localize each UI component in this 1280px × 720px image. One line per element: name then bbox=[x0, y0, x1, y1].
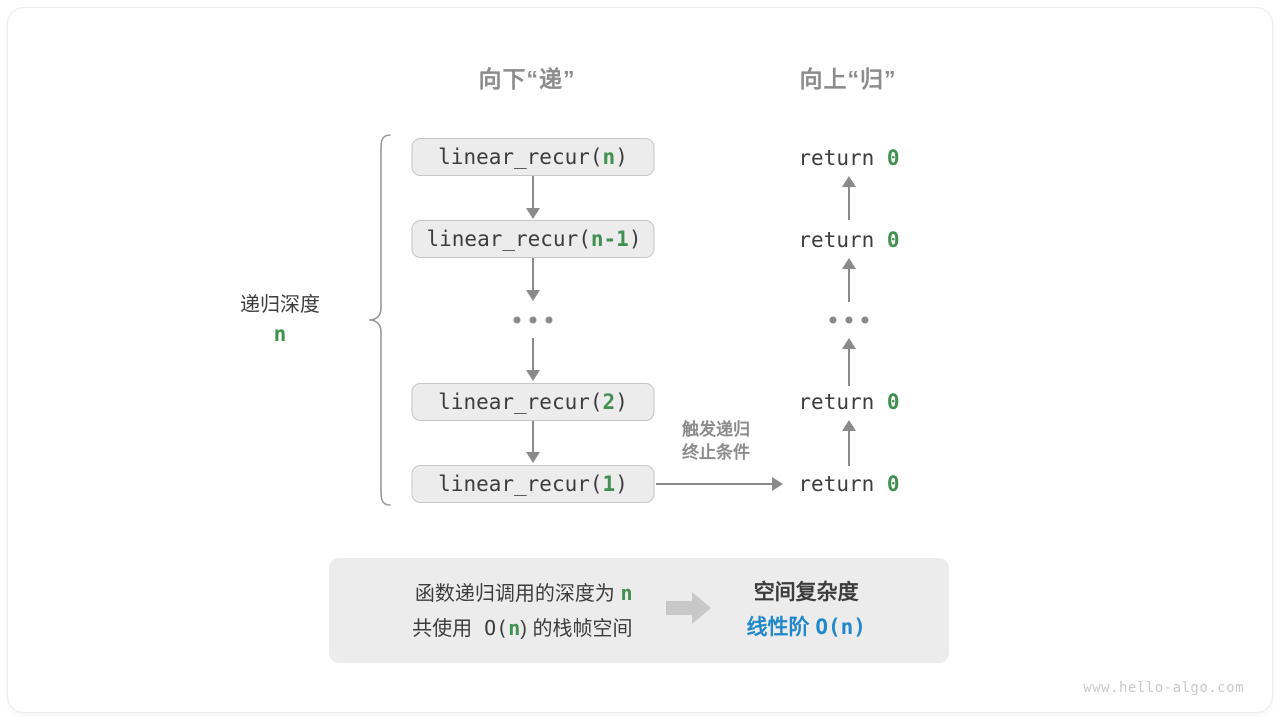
arrow-right-icon bbox=[772, 477, 783, 491]
summary-line-space: 共使用 O(n) 的栈帧空间 bbox=[412, 611, 632, 646]
complexity-notation: O(n) bbox=[815, 615, 866, 639]
return-keyword: return bbox=[798, 390, 887, 414]
return-connector-4 bbox=[848, 430, 850, 466]
dot-icon bbox=[513, 316, 521, 324]
call-frame-1: linear_recur(1) bbox=[411, 465, 655, 503]
connector-line-1 bbox=[532, 176, 534, 212]
dot-icon bbox=[545, 316, 553, 324]
termination-note: 触发递归 终止条件 bbox=[682, 418, 750, 464]
call-frame-2: linear_recur(2) bbox=[411, 383, 655, 421]
return-value-top: return 0 bbox=[798, 146, 899, 170]
right-block-arrow-icon bbox=[666, 591, 712, 630]
recursion-depth-text: 递归深度 bbox=[240, 294, 320, 316]
return-connector-3 bbox=[848, 348, 850, 386]
return-keyword: return bbox=[798, 472, 887, 496]
return-number: 0 bbox=[886, 390, 900, 414]
arrow-up-icon-3 bbox=[842, 338, 856, 349]
return-keyword: return bbox=[798, 146, 887, 170]
return-number: 0 bbox=[886, 146, 900, 170]
call-frame-suffix: ) bbox=[628, 227, 642, 251]
recursion-depth-value: n bbox=[273, 322, 287, 346]
summary-right-text: 空间复杂度 线性阶 O(n) bbox=[746, 576, 865, 645]
summary-depth-value: n bbox=[620, 580, 633, 605]
summary-complexity-value: 线性阶 O(n) bbox=[746, 610, 865, 645]
dot-icon bbox=[861, 316, 869, 324]
termination-note-line2: 终止条件 bbox=[682, 443, 750, 462]
arrow-down-icon-1 bbox=[526, 208, 540, 219]
dot-icon bbox=[845, 316, 853, 324]
call-frame-suffix: ) bbox=[615, 390, 628, 414]
call-frame-arg: 2 bbox=[602, 390, 616, 414]
arrow-down-icon-2 bbox=[526, 290, 540, 301]
return-keyword: return bbox=[798, 228, 887, 252]
recursion-depth-label: 递归深度 n bbox=[240, 290, 320, 348]
connector-line-2 bbox=[532, 258, 534, 294]
summary-space-value: n bbox=[508, 615, 521, 640]
call-frame-arg: n-1 bbox=[590, 227, 629, 251]
return-number: 0 bbox=[886, 228, 900, 252]
call-frame-prefix: linear_recur( bbox=[438, 145, 603, 169]
summary-depth-text: 函数递归调用的深度为 bbox=[414, 582, 621, 605]
return-connector-1 bbox=[848, 186, 850, 220]
return-number: 0 bbox=[886, 472, 900, 496]
complexity-order-name: 线性阶 bbox=[746, 616, 816, 639]
dot-icon bbox=[529, 316, 537, 324]
call-frame-suffix: ) bbox=[615, 472, 628, 496]
heading-ascend: 向上“归” bbox=[799, 66, 897, 92]
heading-descend: 向下“递” bbox=[478, 66, 576, 92]
base-case-connector bbox=[656, 483, 774, 485]
summary-panel: 函数递归调用的深度为 n 共使用 O(n) 的栈帧空间 空间复杂度 线性阶 O(… bbox=[329, 558, 949, 663]
arrow-up-icon-4 bbox=[842, 420, 856, 431]
termination-note-line1: 触发递归 bbox=[682, 420, 750, 439]
call-frame-prefix: linear_recur( bbox=[426, 227, 591, 251]
dot-icon bbox=[829, 316, 837, 324]
call-frame-prefix: linear_recur( bbox=[438, 472, 603, 496]
arrow-down-icon-4 bbox=[526, 452, 540, 463]
watermark: www.hello-algo.com bbox=[1083, 680, 1244, 696]
call-frame-prefix: linear_recur( bbox=[438, 390, 603, 414]
arrow-down-icon-3 bbox=[526, 370, 540, 381]
recursion-depth-brace bbox=[368, 134, 391, 506]
return-value-base: return 0 bbox=[798, 472, 899, 496]
call-frame-arg: 1 bbox=[602, 472, 616, 496]
connector-line-3 bbox=[532, 338, 534, 374]
call-frame-n-1: linear_recur(n-1) bbox=[411, 220, 655, 258]
return-value-2: return 0 bbox=[798, 228, 899, 252]
connector-line-4 bbox=[532, 421, 534, 455]
call-stack-ellipsis bbox=[513, 316, 553, 324]
summary-space-suffix: ) 的栈帧空间 bbox=[520, 617, 633, 640]
return-value-3: return 0 bbox=[798, 390, 899, 414]
call-frame-n: linear_recur(n) bbox=[411, 138, 655, 176]
arrow-up-icon-2 bbox=[842, 258, 856, 269]
return-connector-2 bbox=[848, 268, 850, 302]
call-frame-arg: n bbox=[602, 145, 616, 169]
arrow-up-icon-1 bbox=[842, 176, 856, 187]
call-frame-suffix: ) bbox=[615, 145, 628, 169]
summary-space-prefix: 共使用 O( bbox=[412, 615, 509, 640]
diagram-canvas: 向下“递” 向上“归” 递归深度 n linear_recur(n) linea… bbox=[8, 8, 1272, 712]
return-ellipsis bbox=[829, 316, 869, 324]
summary-left-text: 函数递归调用的深度为 n 共使用 O(n) 的栈帧空间 bbox=[412, 576, 632, 646]
summary-complexity-label: 空间复杂度 bbox=[753, 581, 859, 604]
summary-line-depth: 函数递归调用的深度为 n bbox=[412, 576, 633, 611]
